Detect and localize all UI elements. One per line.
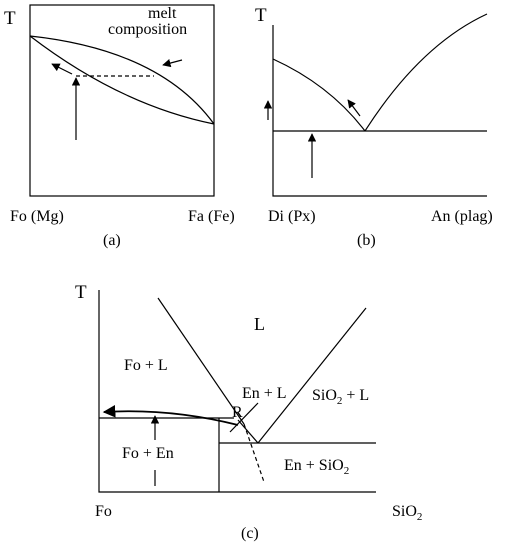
panel-c-en-liquidus [238,420,258,443]
panel-a-solidus-curve [30,36,214,124]
panel-a-melt-composition-arrow [163,60,182,65]
panel-a-right-end-label: Fa (Fe) [188,208,235,225]
panel-a-liquidus-curve [30,36,214,124]
panel-a-annotation-composition: composition [108,21,187,38]
panel-b-right-liquidus [365,14,487,131]
panel-b-axes [273,25,487,196]
panel-a-left-end-label: Fo (Mg) [10,208,64,225]
panel-c-metastable-extension [244,424,264,482]
panel-b-left-liquidus [273,59,365,131]
panel-c-field-fo-l: Fo + L [124,357,168,374]
panel-c-point-r: R [232,404,243,421]
panel-c-left-end-label: Fo [95,503,112,520]
panel-c-field-fo-en: Fo + En [122,445,174,462]
panel-c-field-sio2-l: SiO2 + L [312,387,369,407]
panel-b-right-end-label: An (plag) [431,208,493,225]
panel-a-t-axis-label: T [4,8,16,29]
panel-a-melt-path-arrow [52,64,72,74]
panel-b-t-axis-label: T [255,5,267,26]
panel-c-right-end-label: SiO2 [392,503,422,523]
panel-c-caption: (c) [241,525,259,542]
panel-c-field-en-sio2: En + SiO2 [284,457,349,477]
panel-c-sio2-liquidus [258,308,366,443]
panel-b-left-end-label: Di (Px) [268,208,316,225]
panel-b-caption: (b) [357,232,376,249]
panel-a-caption: (a) [103,232,121,249]
panel-a-annotation-melt: melt [148,5,177,22]
panel-c-field-liquid: L [254,314,265,334]
panel-c-field-en-l: En + L [242,385,287,402]
panel-c-t-axis-label: T [75,282,87,303]
panel-b [268,14,487,196]
